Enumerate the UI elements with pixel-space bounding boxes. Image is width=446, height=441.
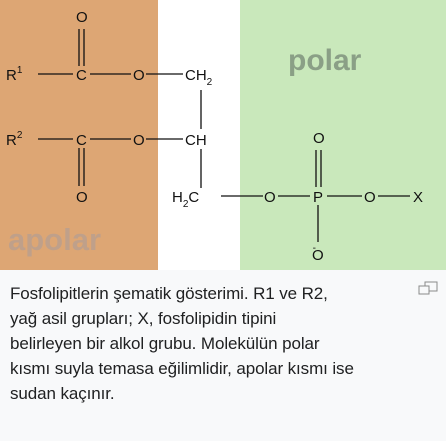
- enlarge-icon[interactable]: [418, 281, 438, 295]
- atom-o-minus: O-: [312, 243, 324, 264]
- atom-o-bottom: O: [76, 189, 88, 206]
- phospholipid-diagram: polar apolar O R1 C O: [0, 0, 446, 270]
- atom-p: P: [313, 189, 323, 206]
- polar-zone-label: polar: [288, 44, 362, 77]
- atom-o-ester2: O: [133, 132, 145, 149]
- apolar-zone-label: apolar: [8, 222, 101, 257]
- caption-line: yağ asil grupları; X, fosfolipidin tipin…: [10, 309, 277, 328]
- caption-line: sudan kaçınır.: [10, 384, 115, 403]
- atom-o-phos-link: O: [264, 189, 276, 206]
- diagram-svg: polar apolar O R1 C O: [0, 0, 446, 270]
- figure-caption: Fosfolipitlerin şematik gösterimi. R1 ve…: [10, 281, 415, 406]
- atom-c2: C: [76, 132, 87, 149]
- atom-o-ester1: O: [133, 67, 145, 84]
- caption-line: Fosfolipitlerin şematik gösterimi. R1 ve…: [10, 284, 328, 303]
- enlarge-icon-svg: [418, 281, 438, 295]
- atom-o-top: O: [76, 9, 88, 26]
- polar-zone: [240, 0, 446, 270]
- atom-o-phos-top: O: [313, 130, 325, 147]
- atom-r1: R1: [6, 65, 23, 84]
- atom-r2: R2: [6, 130, 23, 149]
- atom-h2c: H2C: [172, 189, 199, 210]
- atom-c1: C: [76, 67, 87, 84]
- atom-ch2-top: CH2: [185, 67, 213, 88]
- caption-line: kısmı suyla temasa eğilimlidir, apolar k…: [10, 359, 354, 378]
- caption-line: belirleyen bir alkol grubu. Molekülün po…: [10, 334, 320, 353]
- middle-zone: [158, 0, 240, 270]
- atom-o-phos-right: O: [364, 189, 376, 206]
- atom-x: X: [413, 189, 423, 206]
- atom-ch-mid: CH: [185, 132, 207, 149]
- bond-lines: [38, 29, 410, 242]
